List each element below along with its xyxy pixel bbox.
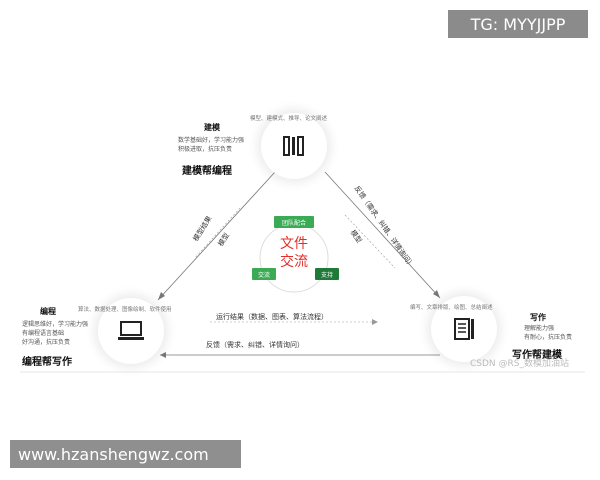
tg-watermark: TG: MYYJJPP: [448, 10, 588, 38]
edge-left-inner: [194, 207, 241, 259]
arrowhead: [158, 292, 165, 300]
edge-right-outer: [324, 171, 441, 299]
document-icon: [454, 318, 474, 340]
programming-skills: 算法、数据处理、图像绘制、软件使用: [78, 307, 172, 313]
arrowhead: [372, 319, 378, 325]
edge-right-inner: [344, 214, 396, 269]
modeling-desc: 数学基础好，学习能力强 积极进取，抗压负责: [178, 137, 245, 153]
communication-badge: 交流: [252, 268, 276, 280]
ruler-icon: [283, 136, 304, 156]
writing-label: 写作帮建模: [512, 350, 562, 361]
center-text-line2: 交流: [280, 254, 308, 270]
modeling-skills: 模型、建模式、推导、论文阐述: [250, 116, 328, 122]
modeling-label: 建模帮编程: [182, 166, 232, 177]
laptop-icon: [118, 321, 144, 340]
center-text-line1: 文件: [280, 236, 308, 252]
edge-left-outer: [157, 171, 276, 301]
writing-desc: 理解能力强 有耐心，抗压负责: [524, 325, 573, 341]
programming-node: [98, 298, 164, 364]
arrowhead: [433, 290, 440, 298]
support-badge: 支持: [315, 268, 339, 280]
programming-title: 编程: [40, 307, 56, 316]
arrowhead: [160, 352, 166, 358]
programming-desc: 逻辑思维好，学习能力强 有编程语言基础 好沟通，抗压负责: [22, 321, 89, 346]
modeling-title: 建模: [204, 123, 220, 132]
modeling-node: [261, 113, 327, 179]
programming-label: 编程帮写作: [22, 357, 72, 368]
edge-label-bottom-top: 运行结果（数据、图表、算法流程）: [216, 313, 328, 321]
csdn-watermark: CSDN @RS_数模加油站: [470, 359, 569, 369]
writing-node: [431, 296, 497, 362]
teamwork-badge: 团队配合: [274, 216, 314, 228]
edge-label-bottom-bottom: 反馈（需求、纠错、详情询问）: [206, 341, 304, 349]
writing-skills: 编写、文章排版、绘图、总结阐述: [410, 305, 493, 311]
site-watermark: www.hzanshengwz.com: [10, 440, 241, 468]
writing-title: 写作: [530, 313, 546, 322]
